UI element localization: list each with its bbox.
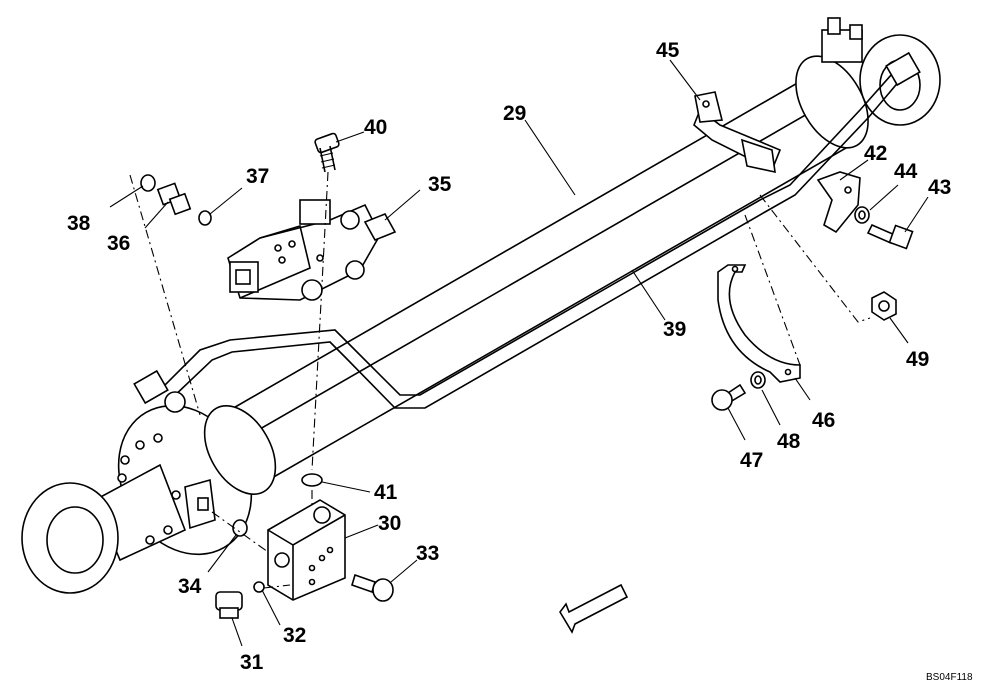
part-label-49: 49 — [906, 348, 929, 371]
part-label-37: 37 — [246, 165, 269, 188]
pipe — [133, 51, 921, 413]
part-label-38: 38 — [67, 212, 91, 235]
part-label-44: 44 — [894, 160, 918, 183]
bolt-43 — [866, 223, 914, 250]
clamp-band-45 — [693, 91, 782, 174]
part-label-34: 34 — [178, 575, 202, 598]
part-label-33: 33 — [416, 542, 439, 565]
plug-31 — [215, 591, 243, 619]
part-labels: 29 30 31 32 33 34 35 36 37 38 39 40 41 4… — [67, 39, 973, 683]
clamp-46 — [717, 264, 801, 383]
part-label-29: 29 — [503, 102, 526, 125]
part-label-36: 36 — [107, 232, 130, 255]
connector-36 — [156, 182, 192, 216]
clamp-42 — [816, 171, 861, 234]
part-label-31: 31 — [240, 651, 264, 674]
o-ring-41 — [301, 473, 323, 487]
part-label-48: 48 — [777, 430, 801, 453]
bolt-47 — [711, 383, 747, 411]
o-ring-38 — [140, 174, 156, 192]
leader-lines — [109, 59, 929, 647]
part-label-39: 39 — [663, 318, 686, 341]
part-label-46: 46 — [812, 409, 835, 432]
part-label-41: 41 — [374, 481, 398, 504]
o-ring-32 — [253, 581, 265, 593]
bolt-33 — [351, 573, 394, 602]
part-label-47: 47 — [740, 449, 763, 472]
part-label-42: 42 — [864, 142, 887, 165]
washer-48 — [750, 371, 766, 389]
front-direction-arrow-icon — [559, 583, 629, 634]
o-ring-34 — [232, 519, 248, 537]
bolt-40 — [314, 132, 340, 173]
valve-35 — [227, 199, 397, 301]
part-label-40: 40 — [364, 116, 387, 139]
o-ring-37 — [198, 210, 212, 226]
valve-block-30 — [267, 499, 346, 601]
part-label-35: 35 — [428, 173, 452, 196]
figure-code: BS04F118 — [926, 672, 973, 683]
part-label-45: 45 — [656, 39, 680, 62]
part-label-43: 43 — [928, 176, 951, 199]
nut-49 — [871, 291, 897, 321]
washer-44 — [854, 206, 870, 224]
part-label-32: 32 — [283, 624, 306, 647]
part-label-30: 30 — [378, 512, 401, 535]
rod-end-assembly — [21, 404, 277, 594]
assembly-lines — [129, 171, 871, 589]
